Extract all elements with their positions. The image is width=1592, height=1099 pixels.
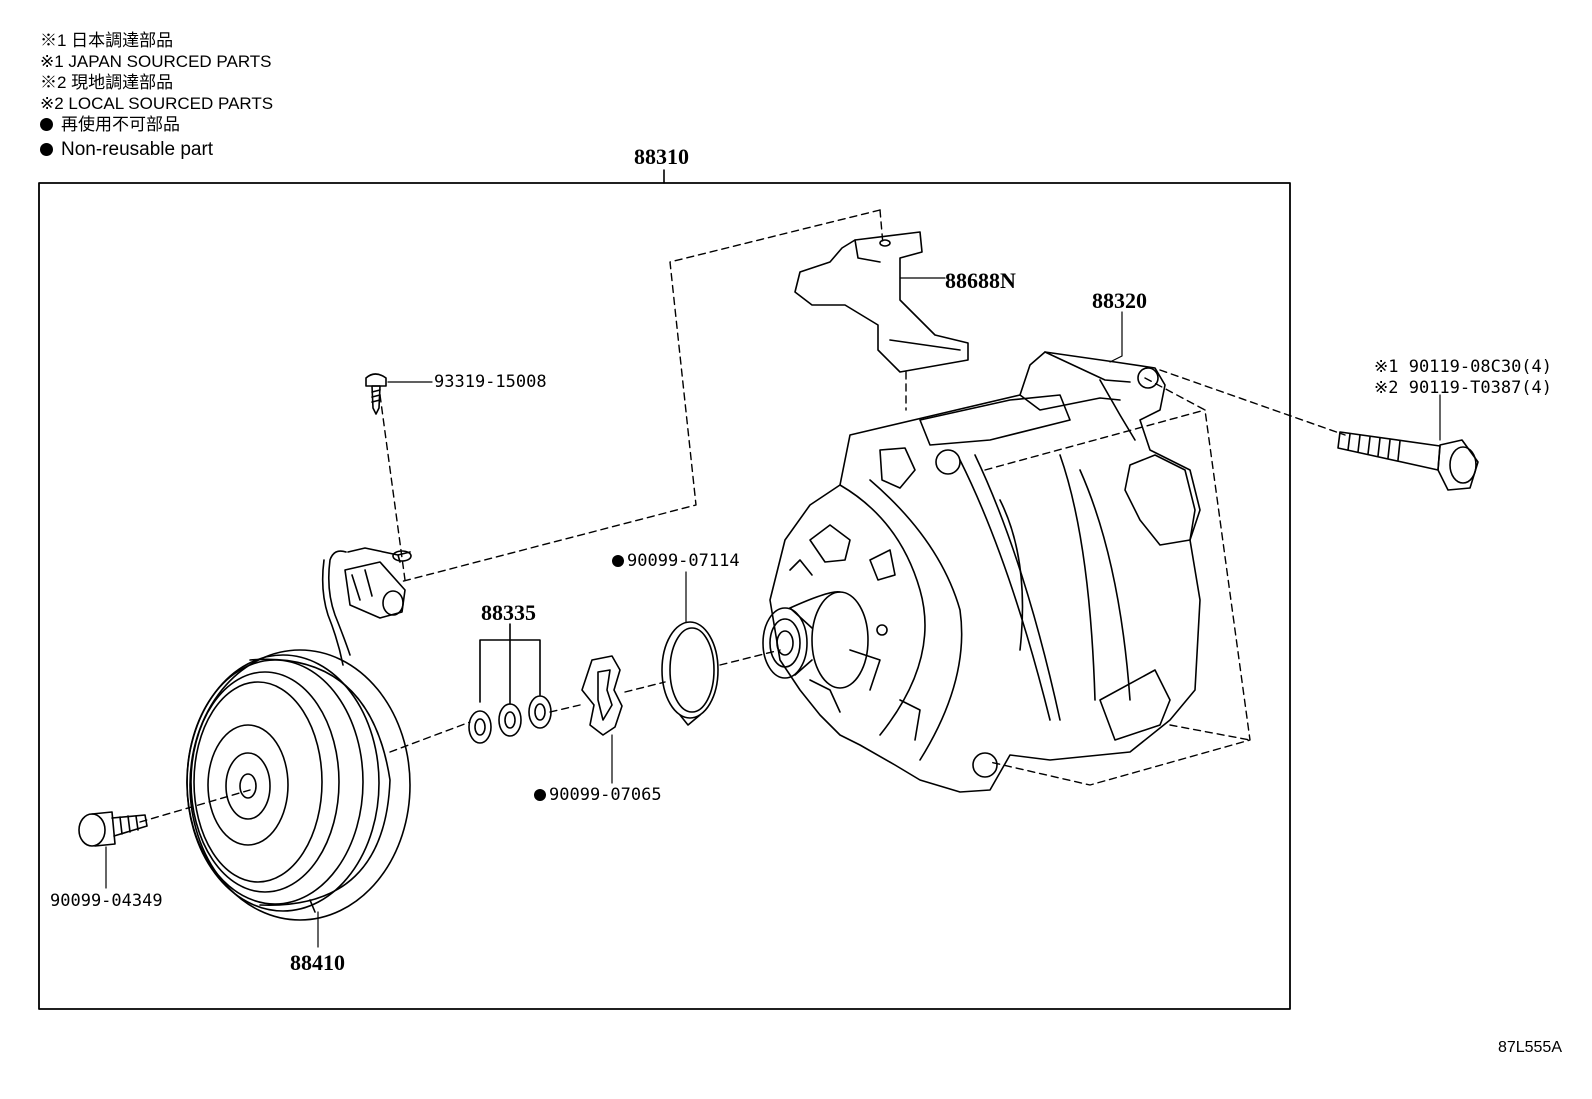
bullet-icon bbox=[40, 118, 53, 131]
compressor-88320 bbox=[762, 351, 1201, 793]
label-center-bolt: 90099-04349 bbox=[50, 891, 163, 911]
label-assembly: 88310 bbox=[634, 144, 689, 169]
legend-local-en: ※2 LOCAL SOURCED PARTS bbox=[40, 94, 274, 113]
snap-ring-90099-07114 bbox=[661, 621, 719, 726]
nonreusable-icon bbox=[534, 789, 546, 801]
label-bolt-local: ※2 90119-T0387(4) bbox=[1374, 378, 1553, 398]
label-shims: 88335 bbox=[481, 600, 536, 625]
legend-nonreusable-en: Non-reusable part bbox=[40, 139, 273, 160]
center-bolt-90099-04349 bbox=[78, 811, 148, 847]
spacer-ring-90099-07065 bbox=[581, 655, 623, 736]
clutch-pulley-88410 bbox=[186, 649, 411, 921]
diagram-reference: 87L555A bbox=[1497, 1039, 1562, 1056]
label-bolt-japan: ※1 90119-08C30(4) bbox=[1374, 357, 1553, 377]
label-clutch: 88410 bbox=[290, 950, 345, 975]
screw-93319 bbox=[365, 373, 387, 415]
nonreusable-icon bbox=[612, 555, 624, 567]
legend-japan-jp: ※1 日本調達部品 bbox=[40, 31, 174, 50]
shims-88335 bbox=[468, 623, 552, 744]
legend: ※1 日本調達部品 ※1 JAPAN SOURCED PARTS ※2 現地調達… bbox=[40, 30, 273, 160]
legend-japan-en: ※1 JAPAN SOURCED PARTS bbox=[40, 52, 272, 71]
long-bolt-90119 bbox=[1337, 431, 1479, 491]
label-screw: 93319-15008 bbox=[434, 372, 547, 392]
clutch-wire-connector bbox=[321, 547, 412, 666]
label-spacer-ring: 90099-07065 bbox=[534, 785, 662, 805]
label-bracket: 88688N bbox=[945, 268, 1016, 293]
legend-nonreusable-jp: 再使用不可部品 bbox=[40, 114, 273, 135]
legend-local-jp: ※2 現地調達部品 bbox=[40, 73, 174, 92]
label-compressor: 88320 bbox=[1092, 288, 1147, 313]
bracket-88688n bbox=[794, 231, 969, 373]
bullet-icon bbox=[40, 143, 53, 156]
label-snap-ring: 90099-07114 bbox=[612, 551, 740, 571]
